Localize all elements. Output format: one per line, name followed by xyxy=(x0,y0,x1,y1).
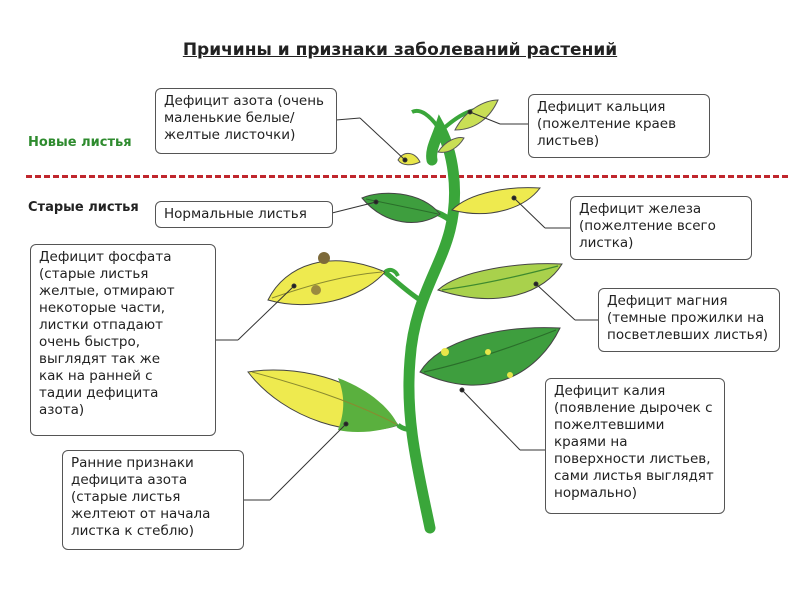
leaf-calcium-2 xyxy=(437,137,465,153)
callout-phosphate-deficit: Дефицит фосфата (старые листья желтые, о… xyxy=(30,244,216,436)
callout-early-nitrogen: Ранние признаки дефицита азота (старые л… xyxy=(62,450,244,550)
old-leaves-label: Старые листья xyxy=(28,200,139,215)
phosphate-spot-1 xyxy=(318,252,330,264)
phosphate-spot-2 xyxy=(311,285,321,295)
potassium-spot-2 xyxy=(485,349,491,355)
leaf-nitrogen-new xyxy=(397,153,421,166)
leaf-phosphate xyxy=(267,260,386,306)
potassium-spot-1 xyxy=(441,348,449,356)
callout-iron-deficit: Дефицит железа (пожелтение всего листка) xyxy=(570,196,752,260)
potassium-spot-3 xyxy=(507,372,513,378)
top-branch xyxy=(411,109,442,132)
diagram-title: Причины и признаки заболеваний растений xyxy=(182,40,618,60)
plant-stem xyxy=(403,114,460,534)
leaf-iron xyxy=(451,187,541,215)
new-leaves-label: Новые листья xyxy=(28,135,132,150)
callout-normal-leaves: Нормальные листья xyxy=(155,201,333,228)
leaf-normal xyxy=(361,192,441,223)
callout-potassium-deficit: Дефицит калия (появление дырочек с пожел… xyxy=(545,378,725,514)
leaf-magnesium xyxy=(437,263,563,299)
callout-magnesium-deficit: Дефицит магния (темные прожилки на посве… xyxy=(598,288,780,352)
callout-nitrogen-deficit: Дефицит азота (очень маленькие белые/ же… xyxy=(155,88,337,154)
callout-calcium-deficit: Дефицит кальция (пожелтение краев листье… xyxy=(528,94,710,158)
dashed-divider xyxy=(26,175,788,178)
branch-phosphate xyxy=(383,270,422,303)
